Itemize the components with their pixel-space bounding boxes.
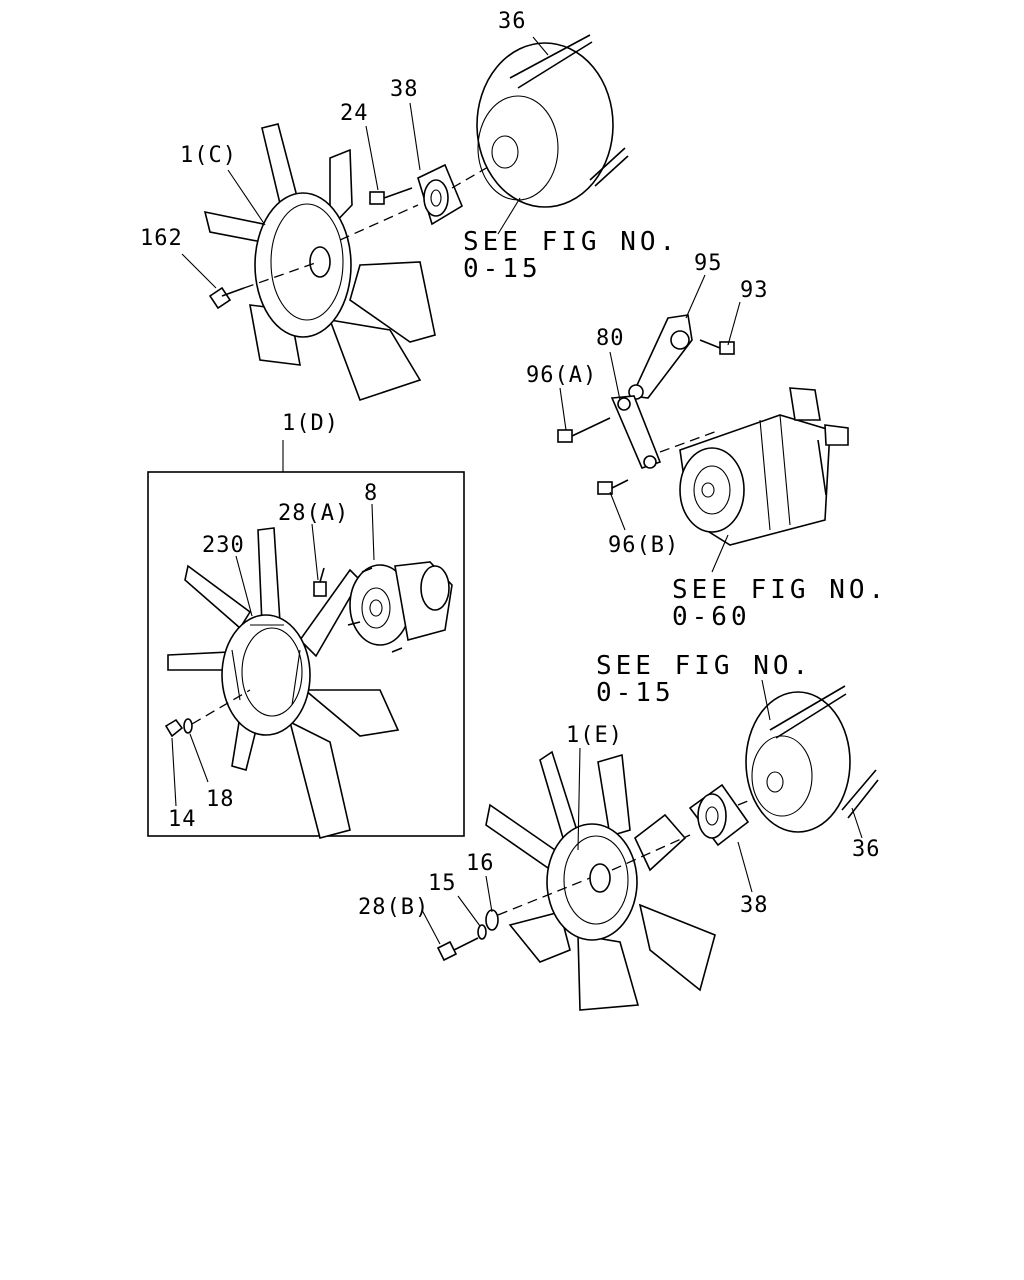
fan-clutch-8[interactable] (347, 561, 453, 653)
label-38-bottom: 38 (740, 893, 769, 918)
label-162: 162 (140, 226, 183, 251)
pulley-36-top[interactable] (476, 34, 629, 208)
inset-box-1d (147, 471, 465, 837)
fan-1c[interactable] (203, 123, 436, 402)
bolt-28b[interactable] (436, 937, 479, 962)
nut-14[interactable] (164, 718, 184, 738)
ref-bottom-line1: SEE FIG NO. (596, 651, 812, 681)
washer-15[interactable] (477, 924, 487, 940)
compressor[interactable] (679, 387, 849, 546)
label-28a: 28(A) (278, 501, 349, 526)
label-28b: 28(B) (358, 895, 429, 920)
bracket-80[interactable] (610, 395, 662, 469)
fan-1e[interactable] (485, 750, 716, 1011)
label-80: 80 (596, 326, 625, 351)
label-1e: 1(E) (566, 723, 623, 748)
label-1c: 1(C) (180, 143, 237, 168)
washer-16[interactable] (485, 909, 499, 931)
label-38-top: 38 (390, 77, 419, 102)
label-36-bottom: 36 (852, 837, 881, 862)
bolt-96b[interactable] (597, 479, 629, 495)
label-18: 18 (206, 787, 235, 812)
label-15: 15 (428, 871, 457, 896)
ref-top-line1: SEE FIG NO. (463, 227, 679, 257)
bolt-93[interactable] (699, 339, 735, 355)
label-95: 95 (694, 251, 723, 276)
fan-1d[interactable] (167, 527, 400, 839)
ref-comp-line2: 0-60 (672, 602, 751, 632)
label-230: 230 (202, 533, 245, 558)
ref-bottom-line2: 0-15 (596, 678, 675, 708)
bolt-28a[interactable] (313, 567, 327, 597)
ref-top-line2: 0-15 (463, 254, 542, 284)
label-96a: 96(A) (526, 363, 597, 388)
bolt-162[interactable] (208, 286, 245, 310)
pulley-36-bottom[interactable] (745, 685, 879, 833)
label-8: 8 (364, 481, 378, 506)
spacer-38-top[interactable] (417, 163, 464, 226)
label-24: 24 (340, 101, 369, 126)
bracket-95[interactable] (628, 314, 693, 400)
bolt-24[interactable] (369, 187, 413, 205)
label-36-top: 36 (498, 9, 527, 34)
label-96b: 96(B) (608, 533, 679, 558)
label-14: 14 (168, 807, 197, 832)
bolt-96a[interactable] (557, 417, 611, 443)
washer-18[interactable] (183, 718, 193, 734)
label-1d: 1(D) (282, 411, 339, 436)
spacer-38-bottom[interactable] (688, 783, 750, 847)
ref-comp-line1: SEE FIG NO. (672, 575, 888, 605)
label-16: 16 (466, 851, 495, 876)
label-93: 93 (740, 278, 769, 303)
